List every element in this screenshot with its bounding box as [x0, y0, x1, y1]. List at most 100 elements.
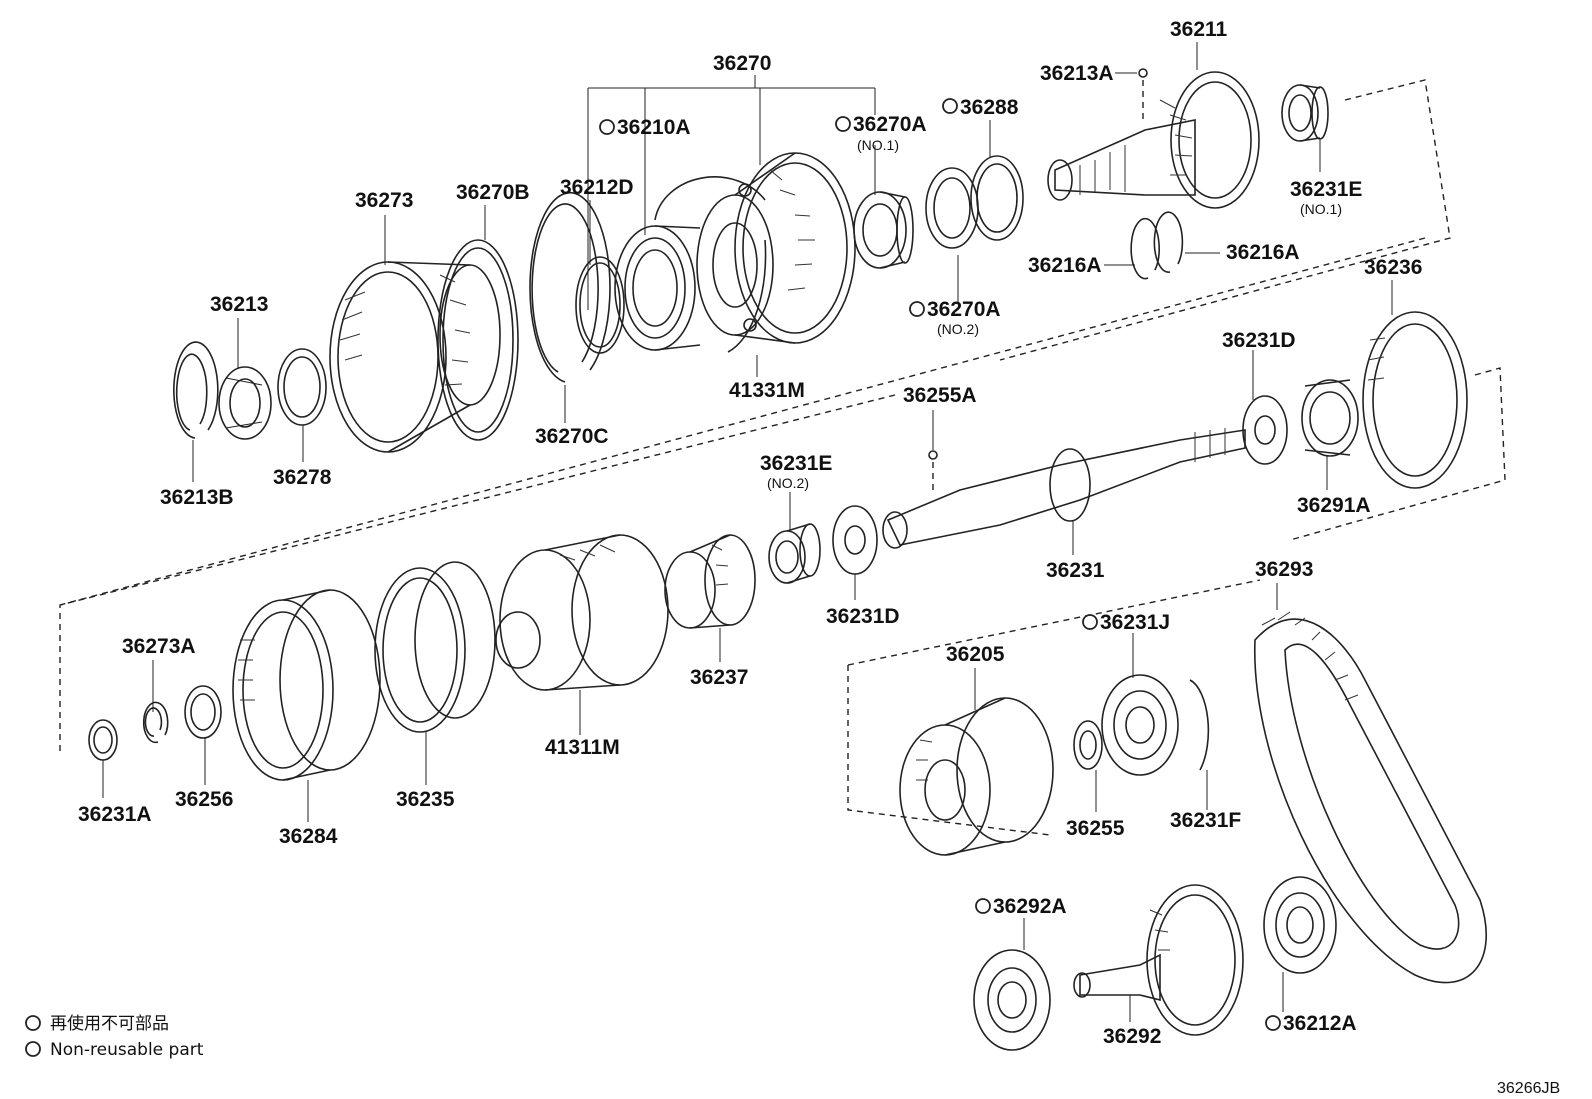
ring-36270B — [437, 239, 519, 441]
shaft-gear-36292 — [1073, 884, 1244, 1036]
washer-36231A — [88, 719, 118, 761]
label-36213: 36213 — [210, 293, 268, 316]
legend: 再使用不可部品 Non-reusable part — [50, 1013, 204, 1060]
marker-36288 — [942, 98, 958, 114]
label-41311M: 41311M — [545, 736, 620, 759]
legend-marker-jp — [25, 1015, 41, 1031]
bearing-36212A — [1263, 876, 1337, 974]
label-36216A-right: 36216A — [1226, 241, 1300, 264]
label-36270C: 36270C — [535, 425, 609, 448]
nonreusable-markers — [25, 98, 1281, 1057]
bearing-36210A — [614, 225, 701, 351]
label-36213B: 36213B — [160, 486, 234, 509]
snap-ring-36213B — [173, 341, 219, 439]
label-36236: 36236 — [1364, 256, 1422, 279]
gear-36205 — [899, 697, 1054, 856]
washer-36231D-bottom — [832, 505, 878, 575]
washer-36278 — [277, 348, 327, 426]
snap-ring-36273A — [142, 701, 169, 744]
label-36270A-1: 36270A — [853, 113, 927, 136]
label-36288: 36288 — [960, 96, 1019, 119]
chain-36293 — [1254, 611, 1488, 984]
gear-36237 — [664, 534, 756, 629]
label-36210A: 36210A — [617, 116, 691, 139]
label-36231E-1: 36231E — [1290, 178, 1362, 201]
main-shaft-36231 — [882, 428, 1246, 549]
snap-ring-36270C — [529, 191, 611, 383]
label-36231: 36231 — [1046, 559, 1105, 582]
marker-36212A — [1265, 1015, 1281, 1031]
sublabel-36231E-1: (NO.1) — [1300, 201, 1342, 217]
label-36211: 36211 — [1170, 18, 1228, 41]
label-36212A: 36212A — [1283, 1012, 1357, 1035]
label-36256: 36256 — [175, 788, 233, 811]
label-36292: 36292 — [1103, 1025, 1161, 1048]
label-36212D: 36212D — [560, 176, 634, 199]
label-36292A: 36292A — [993, 895, 1067, 918]
label-36235: 36235 — [396, 788, 455, 811]
marker-36210A — [599, 119, 615, 135]
sleeve-36273 — [329, 261, 501, 453]
marker-36270A-2 — [909, 301, 925, 317]
sublabel-36270A-2: (NO.2) — [937, 321, 979, 337]
needle-bearing-36270A-1 — [853, 191, 914, 269]
washer-36270A-2 — [925, 167, 979, 249]
needle-bearing-36231E-1 — [1281, 84, 1329, 142]
label-36293: 36293 — [1255, 558, 1313, 581]
label-36231D-bottom: 36231D — [826, 605, 900, 628]
carrier-36270 — [696, 152, 856, 344]
hub-36284 — [232, 589, 381, 781]
label-36231F: 36231F — [1170, 809, 1241, 832]
race-36255 — [1073, 720, 1103, 770]
gear-shaft-36211 — [1047, 71, 1260, 209]
label-36273A: 36273A — [122, 635, 196, 658]
label-36273: 36273 — [355, 189, 413, 212]
label-36291A: 36291A — [1297, 494, 1371, 517]
label-36278: 36278 — [273, 466, 332, 489]
label-36284: 36284 — [279, 825, 338, 848]
washer-36231D-top — [1242, 395, 1288, 465]
label-36237: 36237 — [690, 666, 748, 689]
label-36231A: 36231A — [78, 803, 152, 826]
sprocket-36236 — [1362, 311, 1468, 489]
gear-41311M — [495, 534, 669, 691]
marker-36270A-1 — [835, 116, 851, 132]
label-36270A-2: 36270A — [927, 298, 1001, 321]
part-drawings — [88, 68, 1488, 1051]
part-labels: 36211 36213A 36270 36210A 36270A (NO.1) … — [78, 18, 1422, 1048]
label-36231J: 36231J — [1100, 611, 1170, 634]
sublabel-36231E-2: (NO.2) — [767, 475, 809, 491]
washer-36288 — [970, 155, 1024, 241]
bearing-36292A — [973, 949, 1051, 1051]
label-36270B: 36270B — [456, 181, 530, 204]
label-36255: 36255 — [1066, 817, 1125, 840]
bearing-36291A — [1301, 379, 1359, 457]
label-36205: 36205 — [946, 643, 1005, 666]
diagram-code: 36266JB — [1497, 1080, 1560, 1097]
snap-41331M — [654, 176, 767, 353]
pin-36255A — [928, 450, 938, 495]
label-41331M: 41331M — [729, 379, 805, 402]
ring-gear-36235 — [374, 561, 496, 733]
marker-36231J — [1082, 614, 1098, 630]
snap-ring-36231F — [1189, 679, 1210, 771]
label-36216A-left: 36216A — [1028, 254, 1102, 277]
bearing-36231J — [1101, 674, 1179, 776]
legend-english: Non-reusable part — [50, 1040, 204, 1060]
race-36213 — [218, 366, 272, 440]
leader-lines — [102, 42, 1393, 1022]
race-36256 — [184, 685, 222, 739]
label-36270: 36270 — [713, 52, 771, 75]
label-36231D-top: 36231D — [1222, 329, 1296, 352]
label-36255A: 36255A — [903, 384, 977, 407]
marker-36292A — [975, 898, 991, 914]
label-36213A: 36213A — [1040, 62, 1114, 85]
ball-36213A — [1115, 68, 1148, 120]
label-36231E-2: 36231E — [760, 452, 832, 475]
snap-rings-36216A — [1130, 211, 1184, 280]
legend-marker-en — [25, 1041, 41, 1057]
ring-36212D — [575, 256, 625, 354]
legend-japanese: 再使用不可部品 — [50, 1013, 169, 1034]
sublabel-36270A-1: (NO.1) — [857, 137, 899, 153]
